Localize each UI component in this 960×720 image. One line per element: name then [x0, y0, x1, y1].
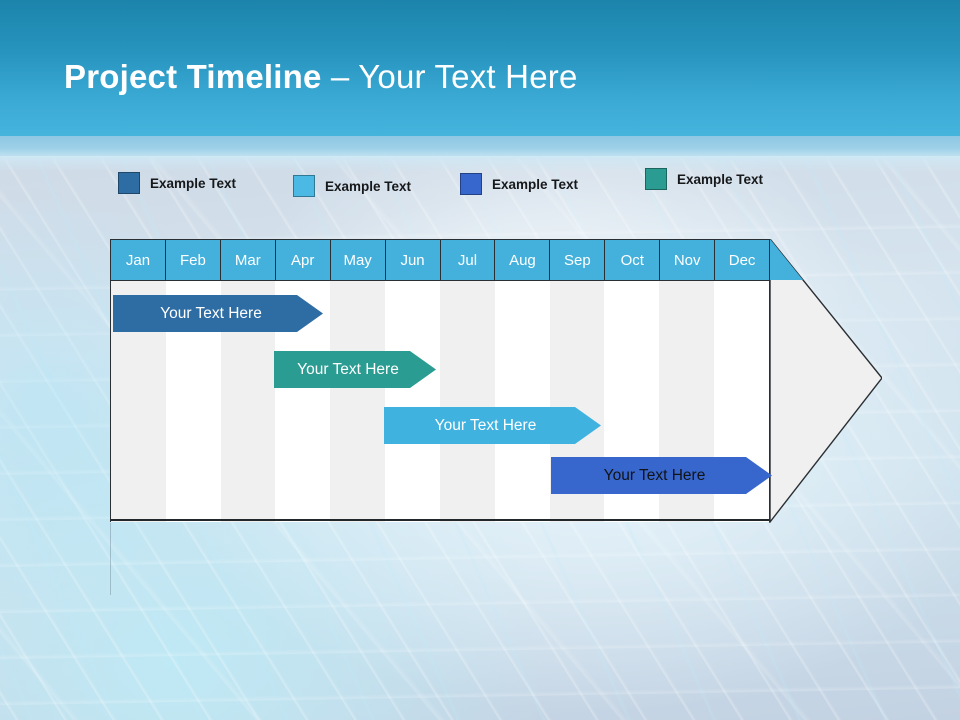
timeline-bottom-border	[111, 519, 769, 521]
legend-swatch-icon-4	[645, 168, 667, 190]
task-arrow-1[interactable]: Your Text Here	[113, 295, 323, 332]
timeline-column-jul	[439, 281, 495, 522]
legend-item-4[interactable]: Example Text	[645, 168, 763, 190]
header-band	[0, 0, 960, 136]
month-cell-jun[interactable]: Jun	[385, 240, 441, 281]
header-fade-strip	[0, 156, 960, 172]
month-cell-sep[interactable]: Sep	[550, 240, 606, 281]
month-cell-dec[interactable]: Dec	[715, 240, 770, 281]
header-accent-strip	[0, 136, 960, 158]
legend-swatch-icon-2	[293, 175, 315, 197]
legend-label-1: Example Text	[150, 175, 237, 191]
month-header-divider	[111, 280, 769, 281]
month-cell-mar[interactable]: Mar	[220, 240, 276, 281]
month-cell-apr[interactable]: Apr	[275, 240, 331, 281]
page-title: Project Timeline – Your Text Here	[64, 58, 578, 96]
task-arrow-label-2: Your Text Here	[297, 360, 399, 378]
legend: Example Text Example Text Example Text Exam…	[110, 168, 810, 198]
task-arrow-2[interactable]: Your Text Here	[274, 351, 436, 388]
legend-item-1[interactable]: Example Text	[118, 172, 236, 194]
task-arrow-3[interactable]: Your Text Here	[384, 407, 601, 444]
page-title-strong: Project Timeline	[64, 58, 322, 95]
legend-label-3: Example Text	[492, 176, 579, 192]
legend-swatch-icon-3	[460, 173, 482, 195]
month-cell-may[interactable]: May	[330, 240, 386, 281]
timeline-outline-arrow	[769, 239, 882, 523]
month-cell-aug[interactable]: Aug	[495, 240, 551, 281]
month-cell-jul[interactable]: Jul	[440, 240, 496, 281]
month-cell-jan[interactable]: Jan	[111, 240, 166, 281]
task-arrow-label-1: Your Text Here	[160, 304, 262, 322]
legend-swatch-icon-1	[118, 172, 140, 194]
timeline-column-aug	[494, 281, 550, 522]
legend-label-4: Example Text	[677, 171, 764, 187]
month-cell-oct[interactable]: Oct	[605, 240, 661, 281]
timeline-guide-line	[110, 523, 111, 595]
legend-item-3[interactable]: Example Text	[460, 173, 578, 195]
page-title-light: – Your Text Here	[321, 58, 578, 95]
task-arrow-label-3: Your Text Here	[434, 416, 537, 434]
timeline-column-jun	[385, 281, 440, 522]
month-cell-feb[interactable]: Feb	[165, 240, 221, 281]
task-arrow-label-4: Your Text Here	[603, 466, 706, 484]
legend-item-2[interactable]: Example Text	[293, 175, 411, 197]
task-arrow-4[interactable]: Your Text Here	[551, 457, 772, 494]
timeline-column-may	[330, 281, 386, 522]
month-cell-nov[interactable]: Nov	[660, 240, 716, 281]
legend-label-2: Example Text	[325, 178, 412, 194]
